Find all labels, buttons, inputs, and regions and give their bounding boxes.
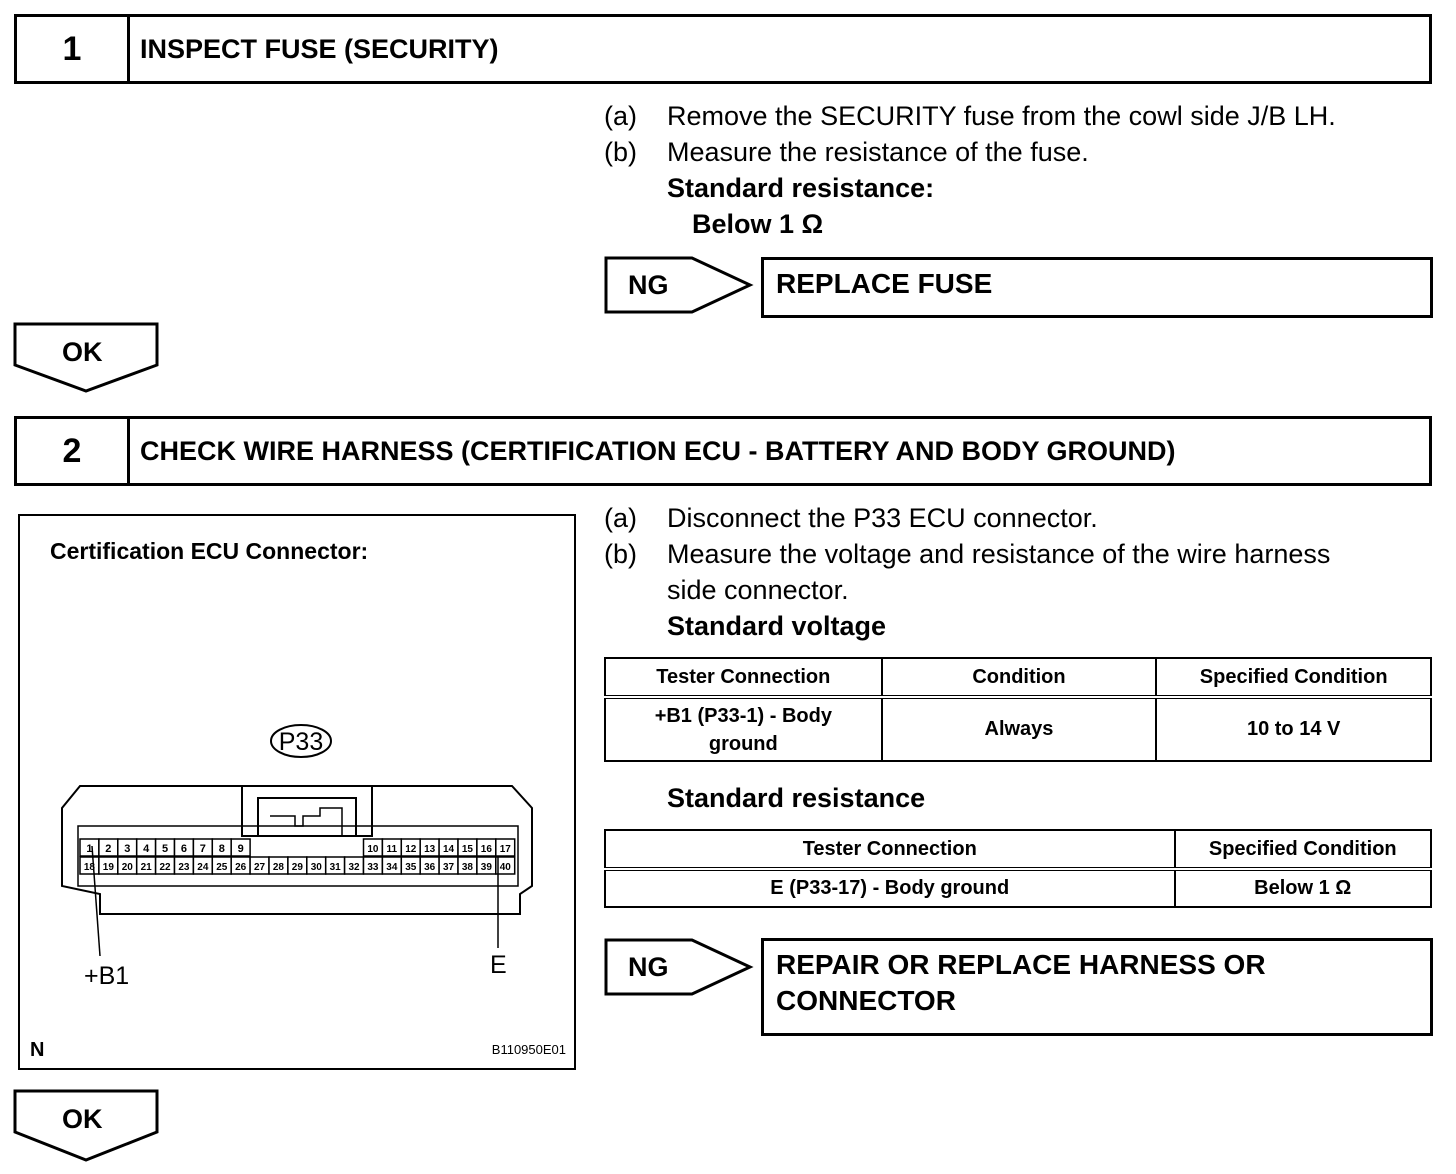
pin-number: 35 bbox=[405, 862, 417, 873]
ok-arrow-step-2: OK bbox=[13, 1089, 159, 1162]
pin-row-bottom: 18 19 20 21 22 23 24 25 26 27 28 29 30 31 32 33 34 35 36 37… bbox=[79, 856, 516, 875]
corner-n-label: N bbox=[30, 1039, 44, 1061]
instruction-b-cont: side connector. bbox=[667, 575, 849, 605]
step-1-number: 1 bbox=[17, 17, 130, 81]
ok-label-step-1: OK bbox=[62, 337, 103, 367]
pin-cell bbox=[495, 838, 516, 857]
diagram-title: Certification ECU Connector: bbox=[50, 538, 369, 564]
pin-number: 36 bbox=[424, 862, 436, 873]
ng-label-step-2: NG bbox=[628, 952, 669, 982]
pin-number: 24 bbox=[197, 862, 209, 873]
ok-arrow-step-1: OK bbox=[13, 322, 159, 393]
resistance-table: Tester Connection Specified Condition E … bbox=[604, 829, 1433, 908]
table-header-row: Tester Connection Specified Condition bbox=[604, 829, 1433, 871]
pin-number: 7 bbox=[200, 843, 206, 855]
pin-number: 8 bbox=[219, 843, 225, 855]
standard-resistance-heading: Standard resistance bbox=[667, 783, 926, 813]
pin-number: 18 bbox=[84, 862, 96, 873]
pin-number: 15 bbox=[462, 844, 474, 855]
ng-label-step-1: NG bbox=[628, 270, 669, 300]
cell-condition: Always bbox=[880, 696, 1158, 762]
pin-number: 4 bbox=[143, 843, 150, 855]
cell-tester-connection: +B1 (P33-1) - Body ground bbox=[604, 696, 883, 762]
pin-cell bbox=[230, 838, 251, 857]
label-b1: +B1 bbox=[84, 962, 129, 990]
step-2-instructions: (a) Disconnect the P33 ECU connector. (b… bbox=[604, 500, 1330, 644]
standard-resistance-label: Standard resistance: bbox=[667, 173, 935, 203]
step-2-header: 2 CHECK WIRE HARNESS (CERTIFICATION ECU … bbox=[14, 416, 1432, 486]
pin-number: 40 bbox=[500, 862, 512, 873]
table-row: +B1 (P33-1) - Body ground Always 10 to 1… bbox=[604, 696, 1432, 762]
pin-cell bbox=[495, 856, 516, 875]
pin-number: 2 bbox=[105, 843, 111, 855]
instruction-b: (b) Measure the voltage and resistance o… bbox=[604, 539, 1331, 569]
step-2-number: 2 bbox=[17, 419, 130, 483]
header-tester-connection: Tester Connection bbox=[604, 657, 883, 699]
table-row: E (P33-17) - Body ground Below 1 Ω bbox=[604, 868, 1433, 908]
figure-code: B110950E01 bbox=[492, 1042, 566, 1057]
pin-number: 26 bbox=[235, 862, 247, 873]
pin-number: 13 bbox=[424, 844, 436, 855]
instruction-b: (b) Measure the resistance of the fuse. bbox=[604, 137, 1089, 167]
ok-label-step-2: OK bbox=[62, 1104, 103, 1134]
pin-number: 12 bbox=[405, 844, 417, 855]
header-condition: Condition bbox=[880, 657, 1158, 699]
header-tester-connection: Tester Connection bbox=[604, 829, 1176, 871]
pin-number: 14 bbox=[443, 844, 455, 855]
voltage-table: Tester Connection Condition Specified Co… bbox=[604, 657, 1432, 762]
pin-number: 21 bbox=[141, 862, 153, 873]
pin-number: 34 bbox=[386, 862, 398, 873]
pin-number: 6 bbox=[181, 843, 187, 855]
pin-number: 37 bbox=[443, 862, 455, 873]
cell-tester-connection: E (P33-17) - Body ground bbox=[604, 868, 1176, 908]
pin-number: 3 bbox=[124, 843, 130, 855]
pin-number: 39 bbox=[481, 862, 493, 873]
pin-number: 28 bbox=[273, 862, 285, 873]
header-specified-condition: Specified Condition bbox=[1155, 657, 1432, 699]
leader-line-b1 bbox=[91, 845, 101, 957]
connector-id-label: P33 bbox=[279, 728, 323, 756]
standard-resistance-value: Below 1 Ω bbox=[692, 209, 824, 239]
pin-number: 30 bbox=[311, 862, 323, 873]
pin-number: 5 bbox=[162, 843, 168, 855]
cell-specified-condition: Below 1 Ω bbox=[1173, 868, 1433, 908]
cell-specified-condition: 10 to 14 V bbox=[1155, 696, 1432, 762]
ng-arrow-step-2: NG bbox=[604, 938, 754, 996]
pin-number: 11 bbox=[387, 844, 398, 855]
step-2-title: CHECK WIRE HARNESS (CERTIFICATION ECU - … bbox=[140, 435, 1176, 466]
ng-arrow-step-1: NG bbox=[604, 256, 754, 314]
pin-number: 29 bbox=[292, 862, 304, 873]
table-header-row: Tester Connection Condition Specified Co… bbox=[604, 657, 1432, 699]
ng-result-step-1: REPLACE FUSE bbox=[761, 257, 1433, 318]
pin-number: 27 bbox=[254, 862, 266, 873]
pin-number: 32 bbox=[348, 862, 360, 873]
pin-number: 16 bbox=[481, 844, 493, 855]
ng-result-step-2: REPAIR OR REPLACE HARNESS OR CONNECTOR bbox=[761, 938, 1433, 1036]
step-1-title: INSPECT FUSE (SECURITY) bbox=[140, 33, 499, 64]
pin-number: 1 bbox=[86, 843, 92, 855]
step-1-instructions: (a) Remove the SECURITY fuse from the co… bbox=[604, 98, 1336, 242]
pin-number: 20 bbox=[122, 862, 134, 873]
pin-number: 19 bbox=[103, 862, 115, 873]
header-specified-condition: Specified Condition bbox=[1173, 829, 1433, 871]
pin-number: 17 bbox=[500, 844, 512, 855]
instruction-a: (a) Remove the SECURITY fuse from the co… bbox=[604, 101, 1336, 131]
pin-number: 25 bbox=[216, 862, 228, 873]
pin-number: 33 bbox=[367, 862, 379, 873]
pin-number: 22 bbox=[159, 862, 171, 873]
pin-number: 23 bbox=[178, 862, 190, 873]
standard-voltage-heading: Standard voltage bbox=[667, 611, 887, 641]
instruction-a: (a) Disconnect the P33 ECU connector. bbox=[604, 503, 1098, 533]
pin-number: 38 bbox=[462, 862, 474, 873]
step-1-header: 1 INSPECT FUSE (SECURITY) bbox=[14, 14, 1432, 84]
pin-number: 9 bbox=[238, 843, 244, 855]
label-e: E bbox=[490, 951, 507, 979]
pin-number: 31 bbox=[330, 862, 342, 873]
pin-number: 10 bbox=[367, 844, 379, 855]
pin-row-top-right: 10 11 12 13 14 15 16 17 bbox=[362, 838, 516, 857]
